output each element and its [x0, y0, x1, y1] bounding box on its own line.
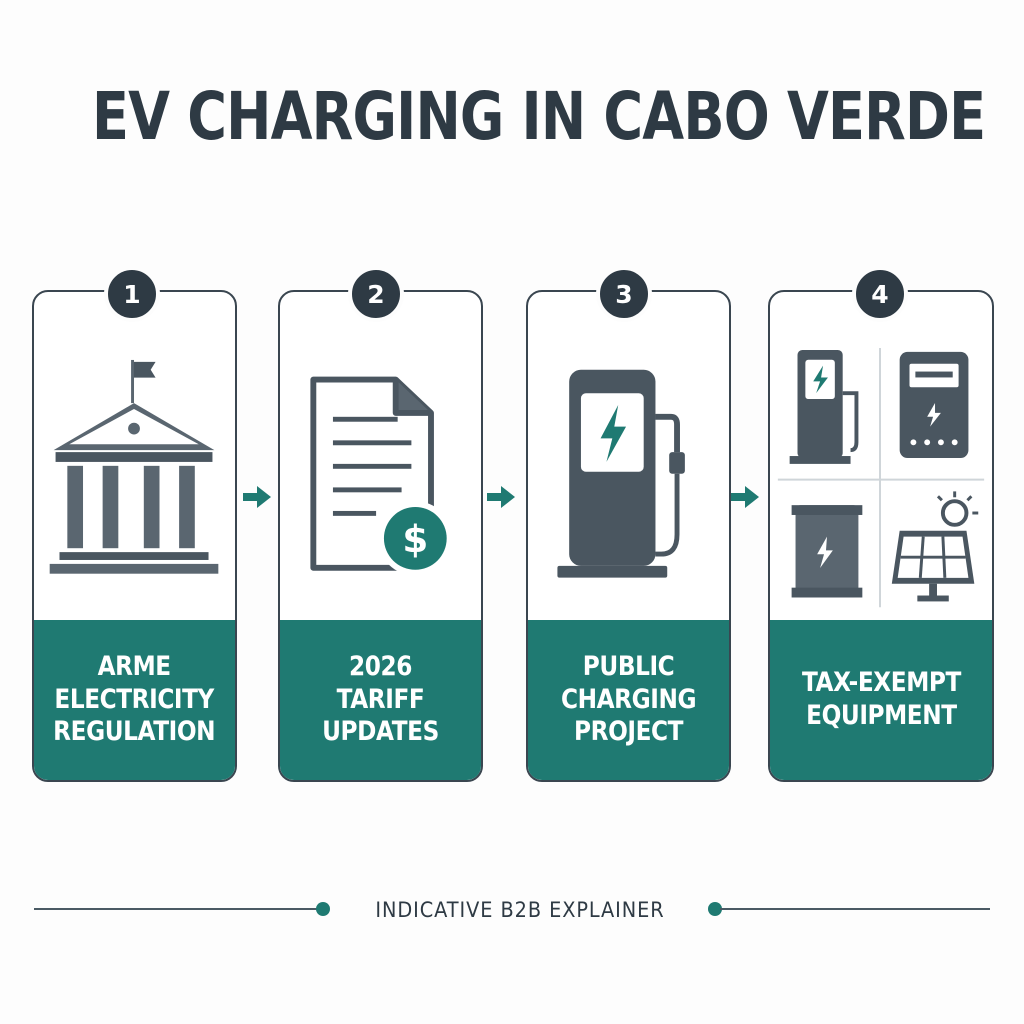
document-dollar-icon: $: [310, 376, 453, 576]
arrow-right-icon: [731, 486, 759, 508]
step-card-3: PUBLIC CHARGING PROJECT: [526, 290, 731, 782]
arrow-right-icon: [487, 486, 515, 508]
step-3-caption: PUBLIC CHARGING PROJECT: [528, 620, 729, 780]
footer-dot-left: [316, 902, 330, 916]
step-card-4: TAX-EXEMPT EQUIPMENT: [768, 290, 994, 782]
footer-label: INDICATIVE B2B EXPLAINER: [375, 898, 665, 922]
step-4-badge: 4: [852, 266, 908, 322]
step-2-badge: 2: [348, 266, 404, 322]
page-title: EV CHARGING IN CABO VERDE: [92, 78, 986, 155]
step-card-2: $ 2026 TARIFF UPDATES: [278, 290, 483, 782]
footer-dot-right: [708, 902, 722, 916]
charging-station-icon: [557, 369, 685, 578]
step-1-caption: ARME ELECTRICITY REGULATION: [34, 620, 235, 780]
arrow-right-icon: [243, 486, 271, 508]
footer-divider-right: [720, 908, 990, 910]
step-card-1: ARME ELECTRICITY REGULATION: [32, 290, 237, 782]
solar-panel-icon: [891, 491, 979, 602]
svg-text:$: $: [402, 517, 428, 561]
government-building-icon: [49, 359, 219, 574]
footer-divider-left: [34, 908, 320, 910]
step-1-badge: 1: [104, 266, 160, 322]
step-4-caption: TAX-EXEMPT EQUIPMENT: [770, 620, 992, 780]
equipment-grid-icon: [777, 347, 985, 608]
step-3-badge: 3: [596, 266, 652, 322]
step-2-caption: 2026 TARIFF UPDATES: [280, 620, 481, 780]
